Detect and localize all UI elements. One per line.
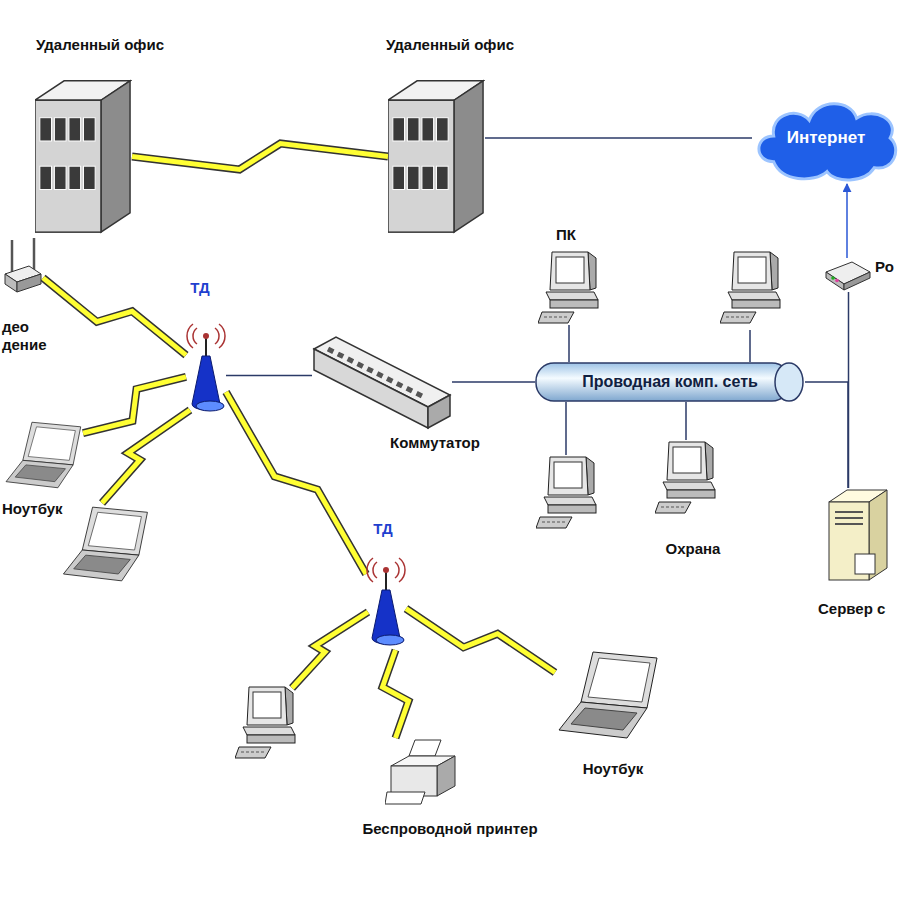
- wire: [749, 330, 751, 362]
- access-point-shape: [366, 550, 406, 650]
- wireless-bolt-outline: [226, 392, 366, 574]
- server-icon: Сервер с: [825, 488, 890, 583]
- connector-group: [569, 325, 570, 362]
- pc-icon: Охрана: [655, 440, 717, 515]
- laptop-icon: Ноутбук: [555, 650, 660, 740]
- wireless-bolt-outline: [83, 377, 186, 433]
- wired-network-bus: Проводная комп. сеть: [535, 362, 805, 402]
- video-device-shape: [3, 236, 43, 298]
- wired-link: [805, 382, 848, 488]
- laptop-icon: [63, 507, 147, 581]
- wired-link: [485, 137, 752, 139]
- node-label: Удаленный офис: [36, 36, 164, 54]
- connector-group: [43, 278, 186, 355]
- node-label: Охрана: [666, 540, 721, 558]
- laptop-icon: Ноутбук: [3, 420, 83, 490]
- wired-link: [685, 402, 687, 440]
- wireless-bolt: [292, 612, 368, 688]
- wireless-bolt-outline: [383, 650, 409, 738]
- laptop-icon-shape: [3, 420, 83, 490]
- printer-icon-shape: [385, 738, 460, 806]
- wireless-link: [226, 392, 366, 574]
- wired-link: [846, 184, 848, 258]
- wireless-bolt-outline: [292, 612, 368, 688]
- pc-icon: [720, 252, 780, 323]
- router-icon: Ро: [822, 258, 872, 292]
- connector-group: [485, 138, 752, 139]
- office-building: Удаленный офис: [35, 78, 132, 235]
- connector-group: [686, 402, 687, 440]
- node-label: Беспроводной принтер: [362, 820, 537, 838]
- access-point-shape: [186, 316, 226, 416]
- node-label: Сервер с: [818, 600, 885, 618]
- node-label: Ноутбук: [583, 760, 644, 778]
- connector-group: [226, 392, 366, 574]
- wireless-link: [83, 377, 186, 433]
- wireless-bolt-outline: [43, 278, 186, 355]
- printer-icon: Беспроводной принтер: [385, 738, 460, 806]
- connector-group: [383, 650, 409, 738]
- node-label: део дение: [2, 318, 60, 354]
- connector-group: [847, 184, 848, 258]
- node-label: Удаленный офис: [386, 36, 514, 54]
- wired-link: [226, 375, 312, 377]
- node-label: Интернет: [752, 92, 900, 184]
- node-label: Коммутатор: [390, 434, 480, 452]
- office-building-shape: [388, 78, 485, 235]
- laptop-icon-shape: [555, 650, 660, 740]
- wireless-bolt-outline: [132, 144, 388, 170]
- pc-icon: ПК: [538, 250, 600, 325]
- access-point: ТД: [186, 316, 226, 416]
- access-point: ТД: [366, 550, 406, 650]
- wired-link: [452, 381, 535, 383]
- router-icon-shape: [822, 258, 872, 292]
- connector-group: [83, 377, 186, 433]
- connector-group: [132, 144, 388, 170]
- node-label: Ро: [875, 258, 894, 276]
- pc-icon-shape: [538, 250, 600, 325]
- office-building-shape: [35, 78, 132, 235]
- connector-group: [452, 382, 535, 383]
- network-switch: Коммутатор: [312, 335, 452, 430]
- connector-group: [805, 382, 848, 488]
- node-label: ТД: [373, 520, 392, 538]
- internet-cloud: Интернет: [752, 92, 900, 184]
- node-label: Проводная комп. сеть: [535, 362, 805, 402]
- wired-link: [848, 292, 850, 488]
- node-label: Ноутбук: [2, 500, 63, 518]
- node-label: ПК: [556, 226, 576, 244]
- node-label: ТД: [190, 279, 209, 297]
- video-device: део дение: [3, 236, 43, 298]
- office-building: Удаленный офис: [388, 78, 485, 235]
- wireless-link: [406, 609, 555, 673]
- wireless-bolt-outline: [406, 609, 555, 673]
- connector-group: [848, 292, 849, 488]
- wired-link: [568, 325, 570, 362]
- wireless-link: [383, 650, 409, 738]
- pc-icon: [536, 457, 596, 528]
- wire: [565, 402, 567, 455]
- pc-icon: [235, 687, 295, 758]
- pc-icon-shape: [655, 440, 717, 515]
- wireless-link: [43, 278, 186, 355]
- server-icon-shape: [825, 488, 890, 583]
- connector-group: [406, 609, 555, 673]
- connector-group: [226, 375, 312, 376]
- network-switch-shape: [312, 335, 452, 430]
- wireless-link: [132, 144, 388, 170]
